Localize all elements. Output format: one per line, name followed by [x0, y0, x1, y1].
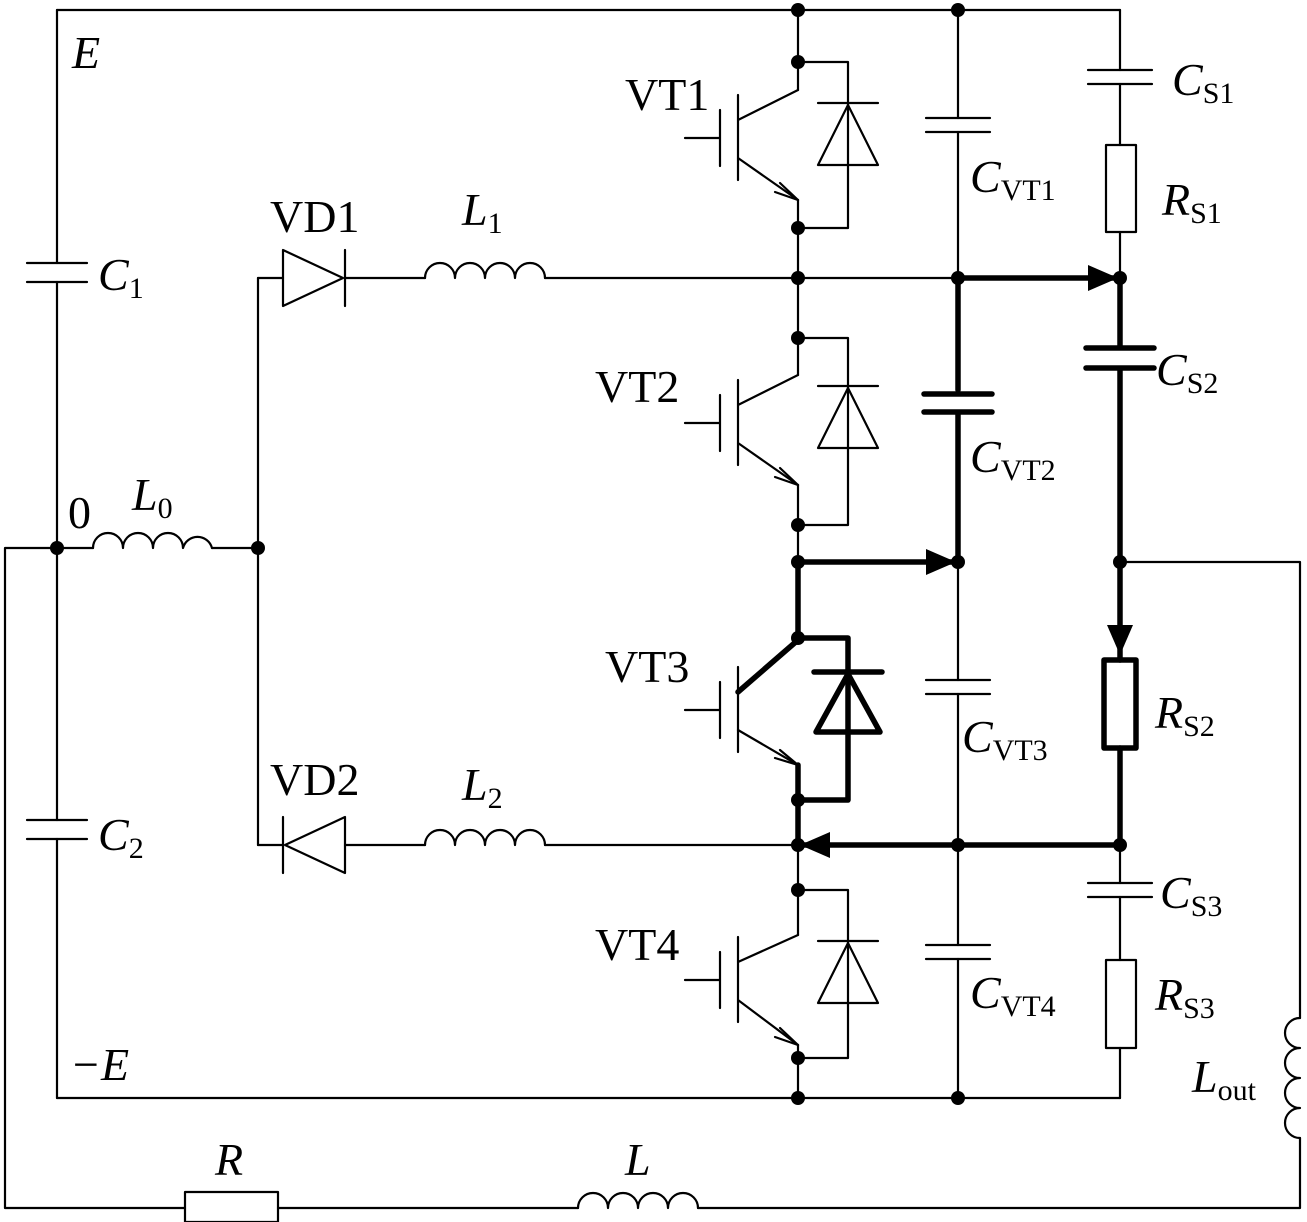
label-l1: L1 [461, 184, 503, 240]
transistor-vt1 [683, 88, 800, 202]
label-lout: Lout [1191, 1051, 1257, 1107]
label-cvt4: CVT4 [970, 967, 1056, 1023]
label-vd2: VD2 [270, 754, 359, 805]
resistor-rs3 [1104, 958, 1138, 1050]
label-cs1: CS1 [1172, 54, 1234, 110]
node-neg-e-label: −E [70, 1039, 129, 1090]
label-c1: C1 [98, 249, 144, 305]
node-e-label: E [71, 27, 100, 78]
label-c2: C2 [98, 809, 144, 865]
label-rs3: RS3 [1154, 969, 1215, 1025]
label-vt2: VT2 [595, 361, 679, 412]
inductor-lout [1283, 1016, 1302, 1140]
inductor-l1 [423, 261, 547, 280]
diode-vd1 [281, 248, 347, 308]
label-cvt1: CVT1 [970, 151, 1056, 207]
label-vt1: VT1 [625, 69, 709, 120]
capacitor-c1 [25, 261, 89, 284]
resistor-rs2 [1101, 657, 1139, 751]
capacitor-cs1 [1086, 68, 1154, 86]
junction-dots [50, 3, 1127, 1105]
label-rs1: RS1 [1161, 174, 1222, 230]
capacitor-cvt3 [924, 678, 992, 696]
labels: E −E 0 C1 C2 L0 L1 L2 VD1 VD2 VT1 VT2 VT… [68, 27, 1257, 1185]
label-rs2: RS2 [1154, 687, 1215, 743]
label-cs2: CS2 [1156, 344, 1218, 400]
inductor-l2 [423, 828, 547, 847]
freewheel-diode-vt2 [816, 384, 880, 450]
label-vt3: VT3 [605, 641, 689, 692]
diode-vd2 [281, 815, 347, 875]
capacitor-cvt1 [924, 116, 992, 134]
freewheel-diode-vt1 [816, 101, 880, 167]
resistor-rs1 [1104, 143, 1138, 234]
capacitor-cs3 [1086, 881, 1154, 899]
label-cvt2: CVT2 [970, 431, 1056, 487]
freewheel-diode-vt4 [816, 939, 880, 1005]
label-vd1: VD1 [270, 191, 359, 242]
label-l: L [624, 1134, 651, 1185]
capacitor-c2 [25, 818, 89, 841]
node-zero-label: 0 [68, 487, 91, 538]
capacitor-cs2 [1083, 345, 1157, 371]
freewheel-diode-vt3 [811, 669, 885, 735]
transistor-vt3 [683, 637, 801, 767]
label-cs3: CS3 [1160, 867, 1222, 923]
transistor-vt2 [683, 373, 800, 487]
transistor-vt4 [683, 933, 800, 1047]
label-r: R [214, 1134, 243, 1185]
thin-wires [3, 8, 1302, 1210]
resistor-r [183, 1190, 280, 1222]
label-l0: L0 [131, 469, 173, 525]
label-cvt3: CVT3 [962, 711, 1048, 767]
current-arrows [800, 265, 1133, 858]
inductor-l0 [91, 531, 214, 550]
capacitor-cvt2 [921, 391, 995, 415]
label-vt4: VT4 [595, 919, 679, 970]
inductor-l [576, 1191, 700, 1210]
label-l2: L2 [461, 759, 503, 815]
capacitor-cvt4 [924, 943, 992, 961]
